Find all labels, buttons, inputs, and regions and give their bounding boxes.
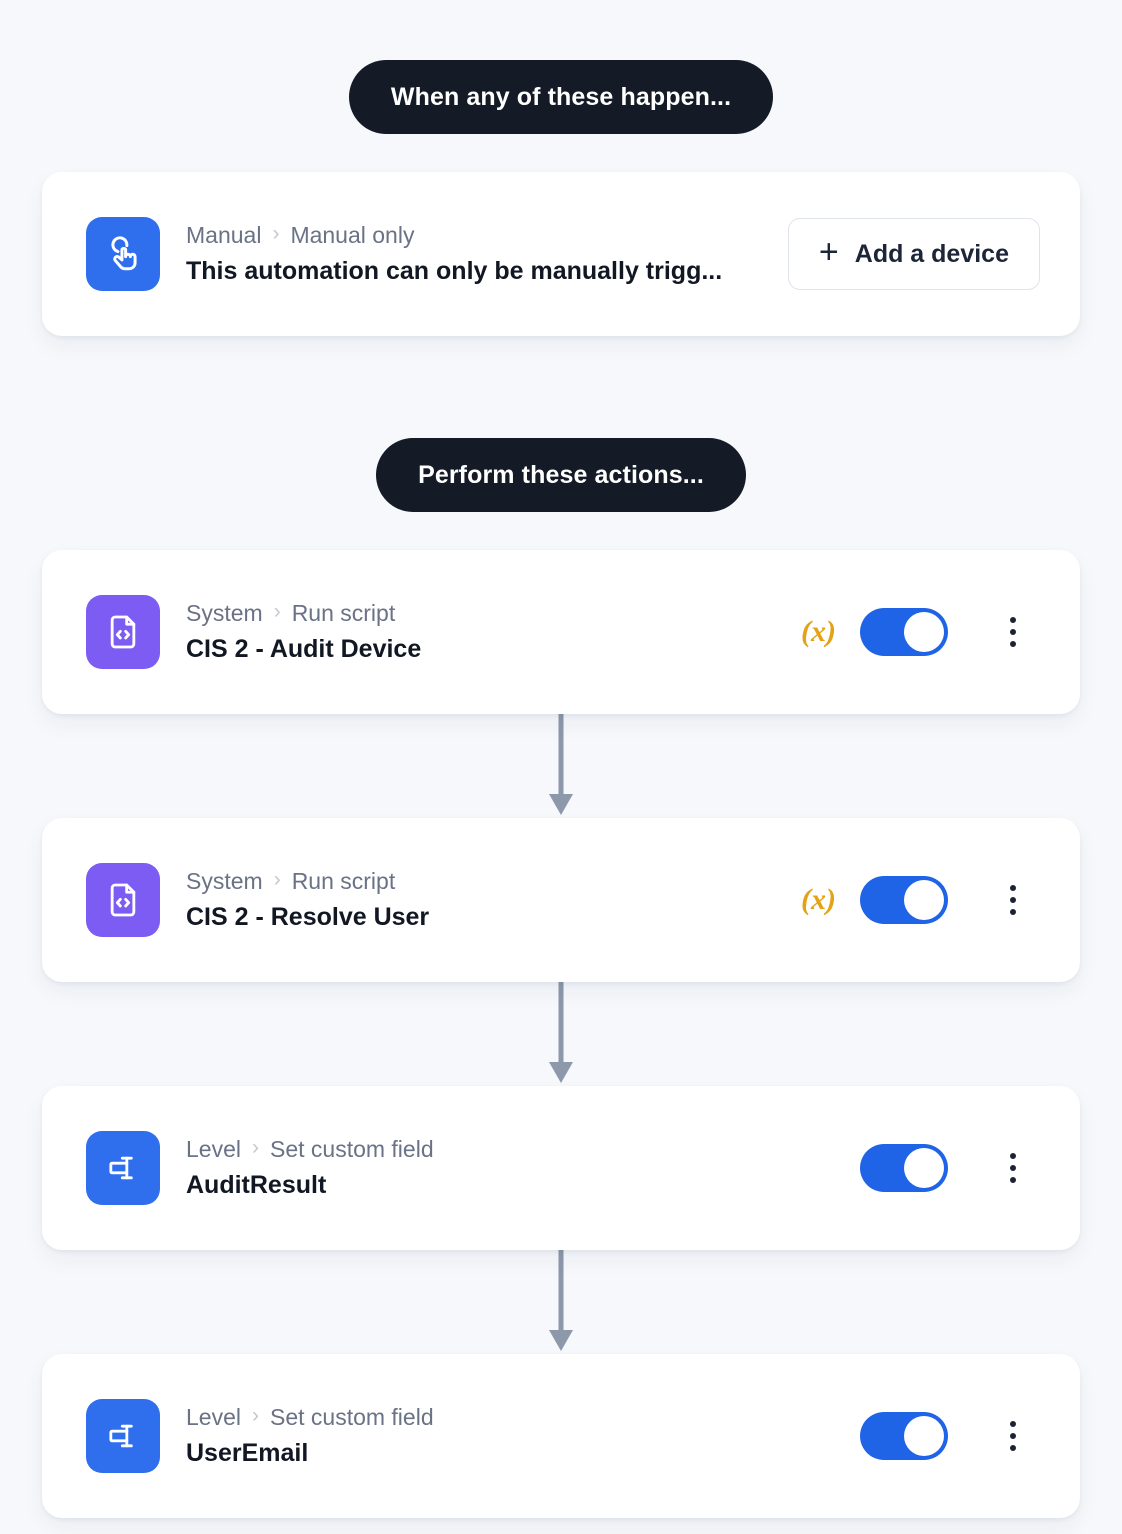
breadcrumb-leaf: Run script — [291, 867, 396, 894]
flow-connector-arrow — [0, 1250, 1122, 1354]
breadcrumb-root: System — [186, 867, 263, 894]
breadcrumb-leaf: Set custom field — [269, 1403, 434, 1430]
action-card-title: CIS 2 - Audit Device — [186, 634, 422, 663]
breadcrumb-root: System — [186, 599, 263, 626]
trigger-section-header: When any of these happen... — [0, 60, 1122, 134]
more-options-icon[interactable] — [986, 873, 1040, 927]
script-file-icon — [86, 863, 160, 937]
action-card-text: System › Run script CIS 2 - Audit Device — [186, 598, 801, 667]
breadcrumb-leaf: Set custom field — [269, 1135, 434, 1162]
chevron-right-icon: › — [272, 222, 280, 245]
action-card-title: UserEmail — [186, 1438, 309, 1467]
action-card-text: Level › Set custom field UserEmail — [186, 1402, 860, 1471]
action-card[interactable]: System › Run script CIS 2 - Audit Device… — [42, 550, 1080, 714]
kebab-dot — [1010, 1421, 1016, 1427]
action-card-text: System › Run script CIS 2 - Resolve User — [186, 866, 801, 935]
breadcrumb: Manual › Manual only — [186, 220, 788, 250]
chevron-right-icon: › — [273, 868, 281, 891]
custom-field-icon — [86, 1399, 160, 1473]
flow-connector-arrow — [0, 982, 1122, 1086]
toggle-knob — [904, 880, 944, 920]
kebab-dot — [1010, 1153, 1016, 1159]
kebab-dot — [1010, 909, 1016, 915]
trigger-card-title: This automation can only be manually tri… — [186, 256, 723, 285]
breadcrumb: Level › Set custom field — [186, 1402, 860, 1432]
action-card-controls — [860, 1141, 1040, 1195]
kebab-dot — [1010, 1177, 1016, 1183]
breadcrumb-root: Level — [186, 1403, 241, 1430]
more-options-icon[interactable] — [986, 605, 1040, 659]
kebab-dot — [1010, 617, 1016, 623]
variable-badge-icon[interactable]: (x) — [801, 615, 836, 648]
breadcrumb: System › Run script — [186, 866, 801, 896]
enable-toggle[interactable] — [860, 1144, 948, 1192]
toggle-knob — [904, 1416, 944, 1456]
toggle-knob — [904, 1148, 944, 1188]
breadcrumb: System › Run script — [186, 598, 801, 628]
trigger-card-text: Manual › Manual only This automation can… — [186, 220, 788, 289]
chevron-right-icon: › — [273, 600, 281, 623]
breadcrumb-leaf: Run script — [291, 599, 396, 626]
action-card[interactable]: System › Run script CIS 2 - Resolve User… — [42, 818, 1080, 982]
action-card[interactable]: Level › Set custom field AuditResult — [42, 1086, 1080, 1250]
action-section-header: Perform these actions... — [0, 438, 1122, 512]
chevron-right-icon: › — [251, 1404, 259, 1427]
script-file-icon — [86, 595, 160, 669]
trigger-card-manual[interactable]: Manual › Manual only This automation can… — [42, 172, 1080, 336]
action-card-controls: (x) — [801, 873, 1040, 927]
action-card-controls — [860, 1409, 1040, 1463]
action-card[interactable]: Level › Set custom field UserEmail — [42, 1354, 1080, 1518]
enable-toggle[interactable] — [860, 876, 948, 924]
kebab-dot — [1010, 629, 1016, 635]
enable-toggle[interactable] — [860, 608, 948, 656]
flow-connector-arrow — [0, 714, 1122, 818]
action-card-title: CIS 2 - Resolve User — [186, 902, 430, 931]
kebab-dot — [1010, 1445, 1016, 1451]
add-a-device-label: Add a device — [854, 239, 1009, 268]
kebab-dot — [1010, 641, 1016, 647]
trigger-section-pill: When any of these happen... — [348, 60, 774, 134]
plus-icon: + — [818, 233, 839, 271]
action-section-pill: Perform these actions... — [376, 438, 746, 512]
kebab-dot — [1010, 885, 1016, 891]
breadcrumb-root: Level — [186, 1135, 241, 1162]
tap-gesture-icon — [86, 217, 160, 291]
action-card-title: AuditResult — [186, 1170, 327, 1199]
kebab-dot — [1010, 897, 1016, 903]
enable-toggle[interactable] — [860, 1412, 948, 1460]
variable-badge-icon[interactable]: (x) — [801, 883, 836, 916]
breadcrumb: Level › Set custom field — [186, 1134, 860, 1164]
toggle-knob — [904, 612, 944, 652]
breadcrumb-root: Manual — [186, 221, 262, 248]
add-a-device-button[interactable]: + Add a device — [787, 218, 1040, 290]
action-card-controls: (x) — [801, 605, 1040, 659]
more-options-icon[interactable] — [986, 1141, 1040, 1195]
chevron-right-icon: › — [251, 1136, 259, 1159]
breadcrumb-leaf: Manual only — [290, 221, 415, 248]
kebab-dot — [1010, 1433, 1016, 1439]
action-card-text: Level › Set custom field AuditResult — [186, 1134, 860, 1203]
kebab-dot — [1010, 1165, 1016, 1171]
more-options-icon[interactable] — [986, 1409, 1040, 1463]
custom-field-icon — [86, 1131, 160, 1205]
